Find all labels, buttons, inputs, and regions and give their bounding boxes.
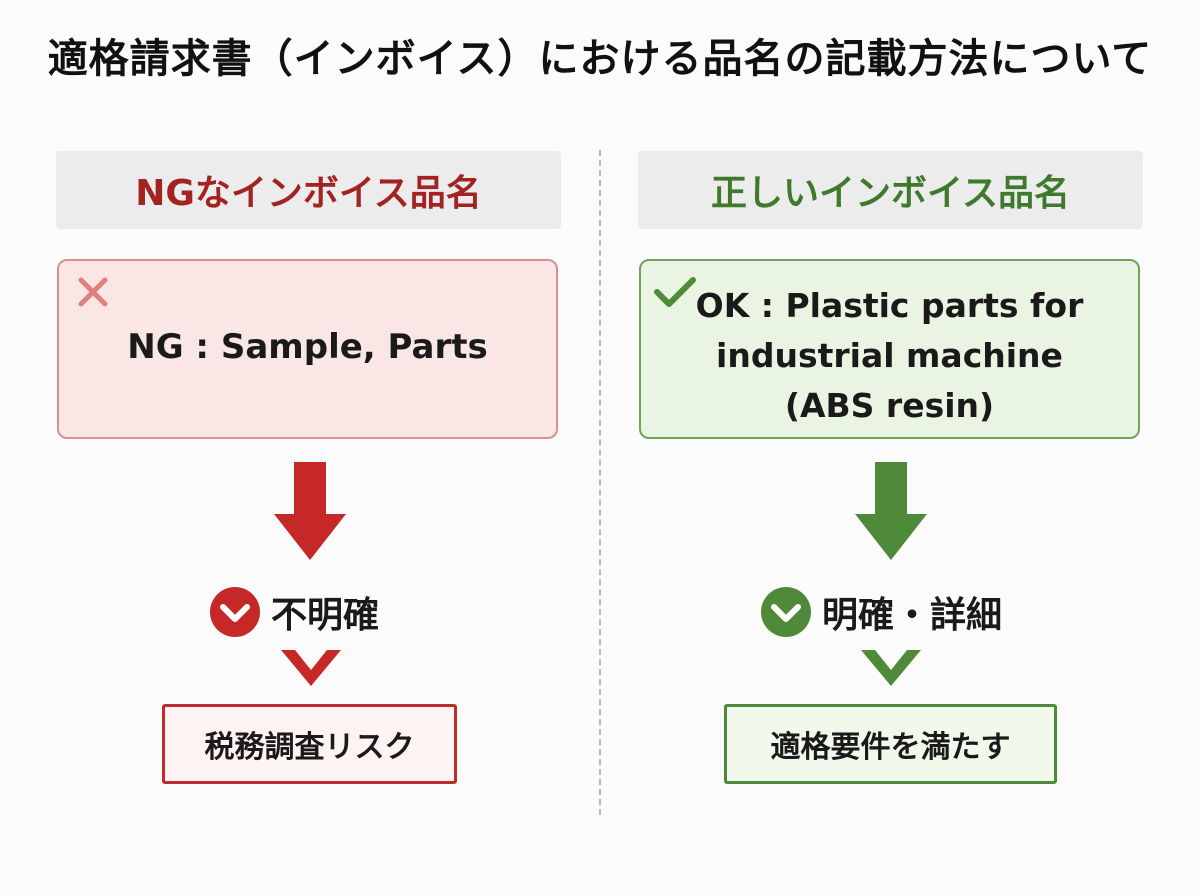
ok-down-arrow-icon — [855, 462, 927, 560]
ng-result: 不明確 — [209, 586, 379, 638]
ng-result-label: 不明確 — [271, 595, 380, 636]
ok-example-text: OK : Plastic parts for industrial machin… — [641, 281, 1138, 431]
ok-example-line: (ABS resin) — [784, 386, 995, 425]
ok-example-card: OK : Plastic parts for industrial machin… — [639, 259, 1140, 439]
ng-outcome-label: 税務調査リスク — [204, 730, 415, 765]
ok-example-line: OK : Plastic parts for — [695, 286, 1084, 325]
ng-chevron-down-icon — [281, 650, 341, 686]
down-chevron-circle-icon — [761, 587, 811, 637]
ng-outcome-box: 税務調査リスク — [162, 704, 457, 784]
page-title: 適格請求書（インボイス）における品名の記載方法について — [47, 36, 1153, 82]
ng-column-header: NGなインボイス品名 — [56, 151, 561, 229]
ok-example-line: industrial machine — [716, 336, 1063, 375]
column-divider — [599, 150, 601, 815]
ng-example-card: NG : Sample, Parts — [57, 259, 558, 439]
ok-outcome-label: 適格要件を満たす — [770, 730, 1011, 765]
ok-column-header: 正しいインボイス品名 — [638, 151, 1143, 229]
ok-result-label: 明確・詳細 — [822, 595, 1003, 636]
ng-example-text: NG : Sample, Parts — [127, 327, 488, 367]
ok-result: 明確・詳細 — [760, 586, 1002, 638]
ng-down-arrow-icon — [274, 462, 346, 560]
check-mark-icon — [654, 277, 696, 307]
down-chevron-circle-icon — [210, 587, 260, 637]
ok-chevron-down-icon — [861, 650, 921, 686]
ok-outcome-box: 適格要件を満たす — [724, 704, 1057, 784]
x-mark-icon — [78, 277, 108, 307]
